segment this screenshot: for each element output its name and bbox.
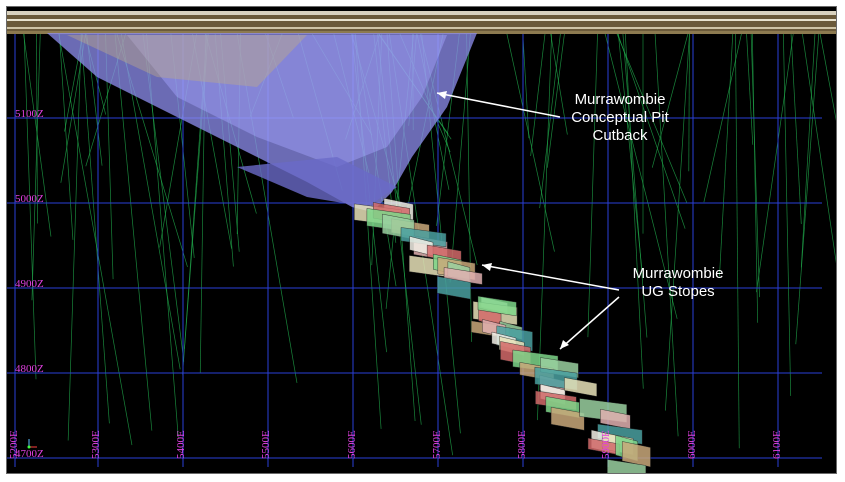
ug-stopes: [354, 197, 651, 473]
pit-callout-line1: Murrawombie: [574, 91, 666, 108]
easting-label-5800: 5800E: [516, 430, 528, 459]
elevation-label-4800: 4800Z: [15, 363, 44, 375]
drillhole-trace: [745, 26, 754, 145]
drillhole-trace: [818, 26, 836, 121]
easting-label-5200: 5200E: [8, 430, 20, 459]
elevation-label-5100: 5100Z: [15, 108, 44, 120]
easting-label-5900: 5900E: [600, 430, 612, 459]
stopes-callout: Murrawombie UG Stopes: [613, 265, 743, 301]
section-view: 5100Z 5000Z 4900Z 4800Z 4700Z 5200E 5300…: [6, 6, 837, 474]
drillhole-trace: [782, 26, 792, 396]
stope-block: [607, 459, 647, 473]
drillhole-trace: [546, 26, 566, 168]
drillhole-trace: [651, 26, 691, 168]
drillhole-trace: [67, 26, 82, 441]
drillhole-trace: [80, 26, 110, 424]
stopes-callout-line1: Murrawombie: [632, 265, 724, 282]
drillhole-trace: [719, 26, 734, 277]
pit-callout: Murrawombie Conceptual Pit Cutback: [555, 91, 685, 145]
drillhole-trace: [622, 26, 648, 338]
callout-arrows: [436, 91, 620, 350]
stope-block: [437, 276, 471, 300]
drillhole-trace: [505, 26, 555, 252]
drillhole-trace: [688, 26, 690, 172]
axis-triad-icon: [27, 439, 37, 449]
drillhole-trace: [114, 26, 153, 431]
easting-label-5300: 5300E: [90, 430, 102, 459]
stope-block: [622, 441, 651, 468]
topographic-surface: [7, 11, 836, 34]
drillhole-trace: [624, 26, 644, 389]
easting-label-6000: 6000E: [686, 430, 698, 459]
drillhole-trace: [703, 26, 744, 203]
conceptual-pit-cutback: [47, 33, 477, 212]
drillhole-trace: [790, 26, 802, 224]
pit-callout-line2: Conceptual Pit: [571, 109, 669, 126]
drillhole-trace: [615, 26, 686, 229]
stope-block: [550, 406, 585, 431]
drillhole-trace: [750, 26, 760, 298]
drillhole-trace: [530, 26, 547, 157]
section-plot: [7, 11, 836, 473]
elevation-label-4700: 4700Z: [15, 448, 44, 460]
drillhole-trace: [800, 26, 816, 268]
stope-block: [443, 267, 483, 285]
easting-label-6100: 6100E: [771, 430, 783, 459]
pit-callout-line3: Cutback: [592, 127, 648, 144]
stope-block: [477, 295, 517, 317]
drillhole-trace: [57, 26, 133, 446]
drillhole-trace: [36, 26, 38, 224]
drillhole-trace: [603, 26, 678, 319]
drillhole-trace: [795, 26, 820, 345]
drillhole-trace: [58, 26, 74, 240]
stope-block: [564, 377, 597, 397]
drillhole-trace: [801, 26, 836, 264]
drillhole-trace: [654, 26, 679, 437]
drillhole-trace: [22, 26, 52, 237]
drillhole-trace: [617, 26, 643, 272]
drillhole-trace: [665, 26, 691, 411]
easting-label-5400: 5400E: [175, 430, 187, 459]
drillhole-trace: [751, 26, 759, 323]
elevation-label-4900: 4900Z: [15, 278, 44, 290]
easting-label-5700: 5700E: [431, 430, 443, 459]
easting-label-5600: 5600E: [346, 430, 358, 459]
drillhole-trace: [756, 26, 795, 293]
drillhole-trace: [587, 26, 599, 338]
easting-label-5500: 5500E: [260, 430, 272, 459]
elevation-label-5000: 5000Z: [15, 193, 44, 205]
drillhole-trace: [735, 26, 740, 449]
drillhole-trace: [522, 26, 530, 139]
drillhole-trace: [31, 26, 41, 301]
stopes-callout-line2: UG Stopes: [641, 283, 715, 300]
